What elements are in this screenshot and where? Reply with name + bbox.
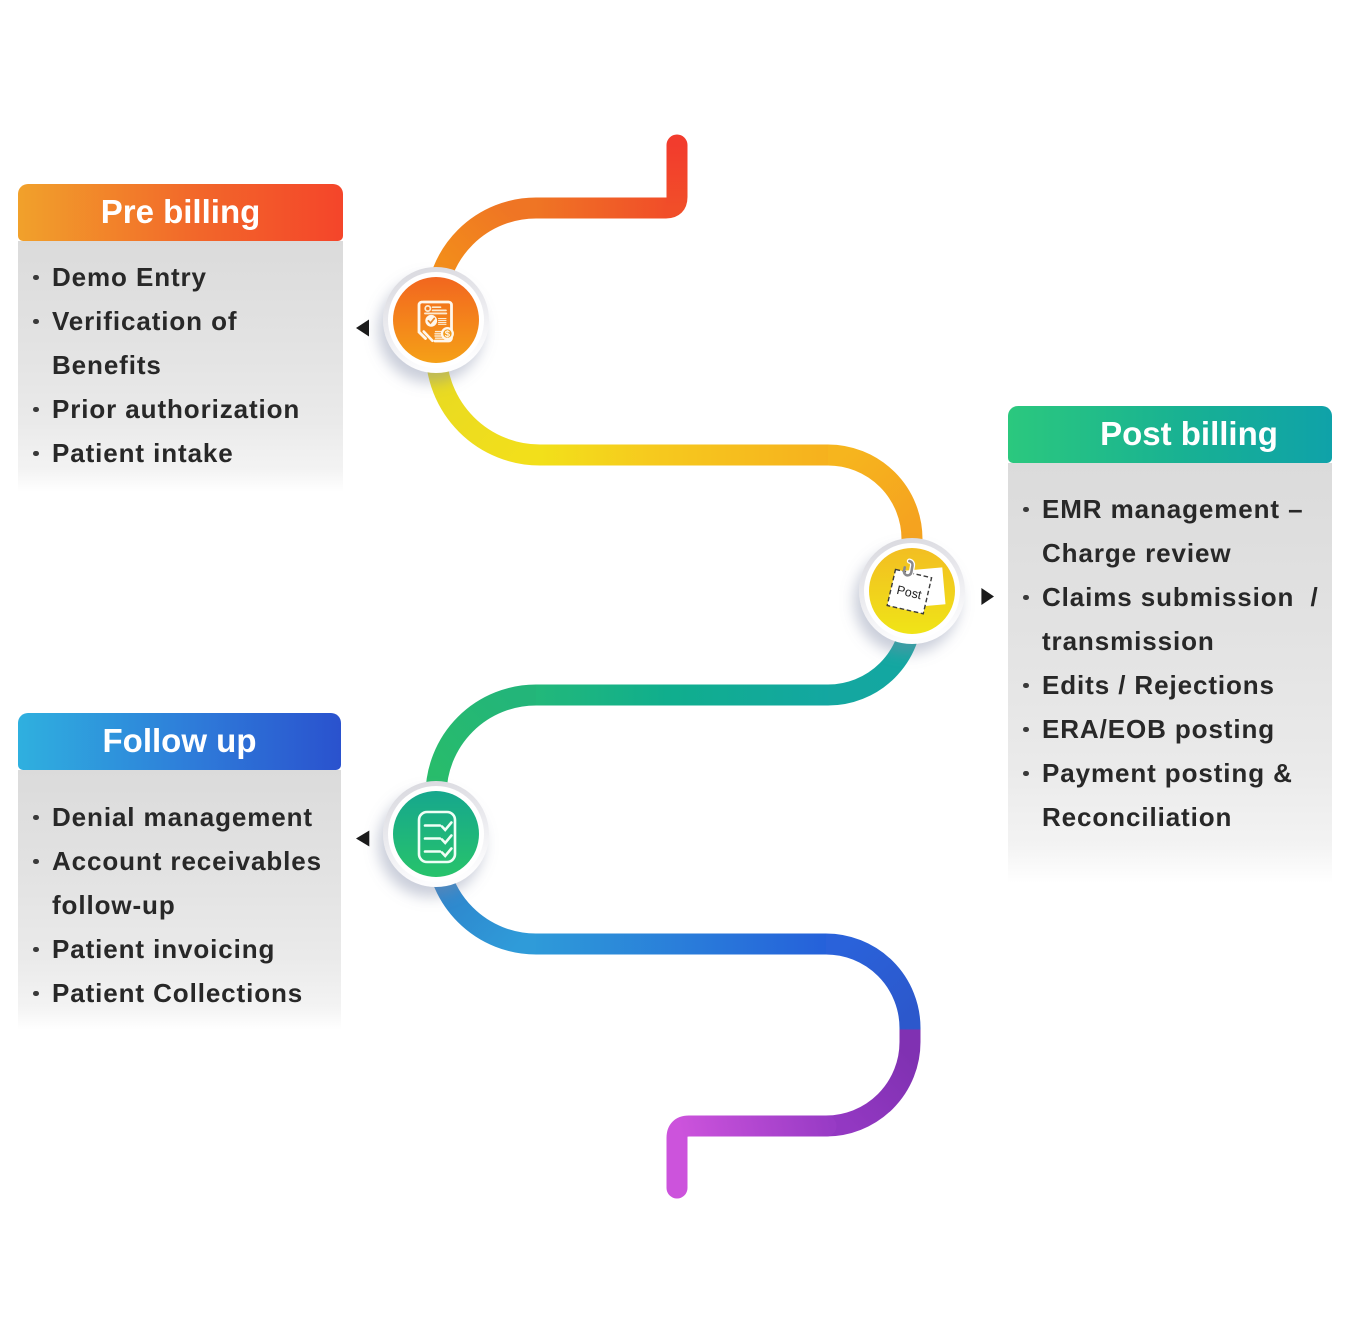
svg-text:$: $ xyxy=(445,329,451,340)
svg-text:Post: Post xyxy=(895,583,923,602)
